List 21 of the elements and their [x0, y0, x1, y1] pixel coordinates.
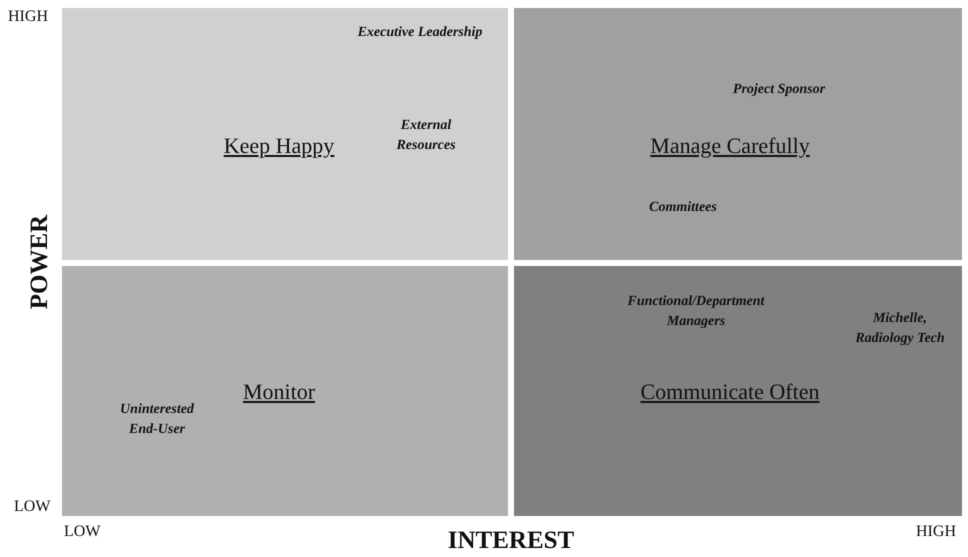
quadrant-panel: [514, 266, 962, 516]
stakeholder-label: External Resources: [395, 117, 457, 155]
quadrant-panel: [62, 266, 508, 516]
axis-title: POWER: [26, 214, 54, 310]
quadrant-title: Monitor: [242, 379, 316, 405]
quadrant-panel: [514, 8, 962, 260]
quadrant-title: Manage Carefully: [650, 133, 810, 159]
axis-tick-label: LOW: [64, 523, 100, 541]
stakeholder-label: Uninterested End-User: [119, 401, 195, 439]
quadrant-title: Keep Happy: [224, 133, 334, 159]
stakeholder-label: Michelle, Radiology Tech: [854, 310, 946, 348]
axis-tick-label: HIGH: [916, 523, 956, 541]
axis-title: INTEREST: [448, 527, 574, 555]
axis-tick-label: LOW: [14, 498, 50, 516]
stakeholder-label: Executive Leadership: [356, 24, 484, 42]
axis-tick-label: HIGH: [8, 8, 48, 26]
stakeholder-label: Committees: [648, 199, 718, 217]
quadrant-title: Communicate Often: [640, 379, 820, 405]
stakeholder-label: Functional/Department Managers: [626, 293, 766, 331]
stakeholder-label: Project Sponsor: [732, 81, 826, 99]
quadrant-panel: [62, 8, 508, 260]
